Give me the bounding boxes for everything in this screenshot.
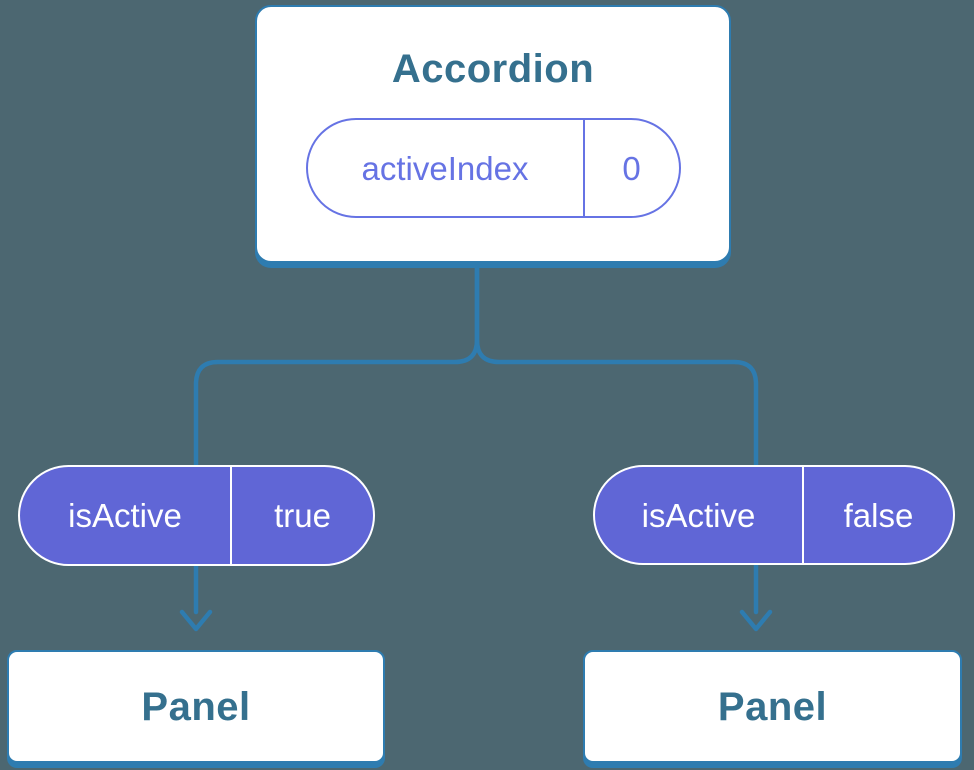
connector-right-branch (474, 259, 759, 615)
state-pill-name: activeIndex (361, 149, 529, 187)
accordion-card: Accordion activeIndex 0 (255, 5, 731, 263)
panel-card-right: Panel (583, 650, 962, 763)
prop-pill-left: isActive true (18, 465, 375, 566)
accordion-title: Accordion (391, 47, 595, 91)
arrow-down-right-icon (739, 609, 773, 632)
panel-right-title: Panel (717, 684, 828, 729)
state-pill: activeIndex 0 (305, 118, 681, 218)
prop-pill-right-value: false (802, 467, 953, 563)
prop-pill-left-value: true (230, 467, 373, 564)
prop-pill-right-name: isActive (641, 496, 756, 534)
panel-left-title: Panel (141, 684, 251, 729)
prop-pill-left-name: isActive (68, 497, 182, 534)
panel-card-left: Panel (7, 650, 385, 763)
arrow-down-left-icon (179, 609, 213, 632)
state-pill-value: 0 (582, 120, 679, 216)
prop-pill-right: isActive false (593, 465, 955, 565)
